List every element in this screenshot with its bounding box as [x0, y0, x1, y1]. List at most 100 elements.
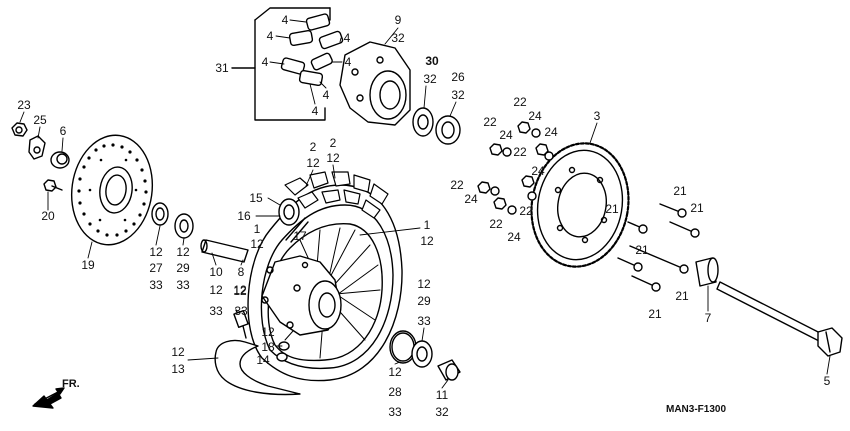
front-direction-arrow [32, 387, 65, 409]
callout-32: 32 [423, 72, 437, 86]
callout-12: 12 [176, 245, 190, 259]
callout-18: 18 [261, 340, 275, 354]
callout-22: 22 [513, 145, 527, 159]
callout-21: 21 [648, 307, 662, 321]
callout-3: 3 [593, 109, 601, 123]
callout-4: 4 [311, 104, 319, 118]
callout-33: 33 [149, 278, 163, 292]
callout-11: 11 [435, 388, 449, 402]
callout-21: 21 [673, 184, 687, 198]
callout-13: 13 [171, 362, 185, 376]
callout-12: 12 [417, 277, 431, 291]
callout-4: 4 [266, 29, 274, 43]
callout-22: 22 [519, 204, 533, 218]
callout-5: 5 [823, 374, 831, 388]
callout-32: 32 [451, 88, 465, 102]
rear-axle [716, 281, 843, 357]
callout-29: 29 [417, 294, 431, 308]
callout-32: 32 [391, 31, 405, 45]
callout-12: 12 [326, 151, 340, 165]
callout-22: 22 [450, 178, 464, 192]
callout-2: 2 [309, 140, 317, 154]
callout-29: 29 [176, 261, 190, 275]
valve-cap [276, 341, 290, 362]
callout-24: 24 [499, 128, 513, 142]
callout-12: 12 [233, 284, 247, 298]
callout-16: 16 [237, 209, 251, 223]
callout-21: 21 [690, 201, 704, 215]
callout-4: 4 [261, 55, 269, 69]
callout-4: 4 [281, 13, 289, 27]
callout-22: 22 [483, 115, 497, 129]
callout-33: 33 [234, 304, 248, 318]
callout-23: 23 [17, 98, 31, 112]
callout-12: 12 [261, 325, 275, 339]
callout-10: 10 [209, 265, 223, 279]
callout-6: 6 [59, 124, 67, 138]
callout-21: 21 [635, 243, 649, 257]
side-collar-7 [695, 257, 719, 287]
callout-25: 25 [33, 113, 47, 127]
callout-17: 17 [293, 229, 307, 243]
callout-24: 24 [531, 164, 545, 178]
driven-sprocket [530, 142, 630, 268]
callout-1: 1 [423, 218, 431, 232]
callout-7: 7 [704, 311, 712, 325]
callout-33: 33 [176, 278, 190, 292]
callout-33: 33 [388, 405, 402, 419]
front-direction-label: FR. [62, 378, 80, 390]
nut-23 [11, 122, 28, 137]
bearing-27 [151, 202, 169, 226]
callout-12: 12 [171, 345, 185, 359]
callout-21: 21 [675, 289, 689, 303]
callout-32: 32 [435, 405, 449, 419]
bracket-25 [28, 135, 46, 160]
callout-33: 33 [209, 304, 223, 318]
bearing-right [411, 340, 433, 368]
callout-14: 14 [256, 353, 270, 367]
collar-11 [437, 359, 461, 381]
callout-12: 12 [250, 237, 264, 251]
diagram-code: MAN3-F1300 [666, 404, 727, 415]
sprocket-nuts [477, 121, 554, 215]
callout-2: 2 [329, 136, 337, 150]
callout-4: 4 [343, 31, 351, 45]
tire-tube-valve [278, 198, 309, 243]
sprocket-bolts [617, 203, 700, 292]
callout-26: 26 [451, 70, 465, 84]
callout-33: 33 [417, 314, 431, 328]
collar-6 [50, 151, 70, 169]
callout-22: 22 [489, 217, 503, 231]
callout-24: 24 [544, 125, 558, 139]
callout-27: 27 [149, 261, 163, 275]
callout-20: 20 [41, 209, 55, 223]
callout-28: 28 [388, 385, 402, 399]
callout-12: 12 [209, 283, 223, 297]
callout-24: 24 [528, 109, 542, 123]
bolt-20 [43, 179, 63, 192]
callout-24: 24 [507, 230, 521, 244]
driven-flange [339, 41, 411, 126]
brake-disc [70, 134, 154, 246]
damper-group-box [231, 7, 331, 121]
callout-19: 19 [81, 258, 95, 272]
callout-4: 4 [344, 55, 352, 69]
rim-band [214, 309, 301, 396]
callout-12: 12 [420, 234, 434, 248]
callout-12: 12 [306, 156, 320, 170]
bearing-29 [174, 213, 194, 239]
callout-8: 8 [237, 265, 245, 279]
callout-12: 12 [388, 365, 402, 379]
callout-22: 22 [513, 95, 527, 109]
callout-21: 21 [605, 202, 619, 216]
flange-bearing [412, 107, 434, 137]
callout-12: 12 [149, 245, 163, 259]
callout-9: 9 [394, 13, 402, 27]
rear-wheel [247, 171, 403, 382]
callout-15: 15 [249, 191, 263, 205]
callout-24: 24 [464, 192, 478, 206]
spacer-10 [200, 239, 249, 263]
callout-1: 1 [253, 222, 261, 236]
wheel-dampers [280, 13, 344, 87]
